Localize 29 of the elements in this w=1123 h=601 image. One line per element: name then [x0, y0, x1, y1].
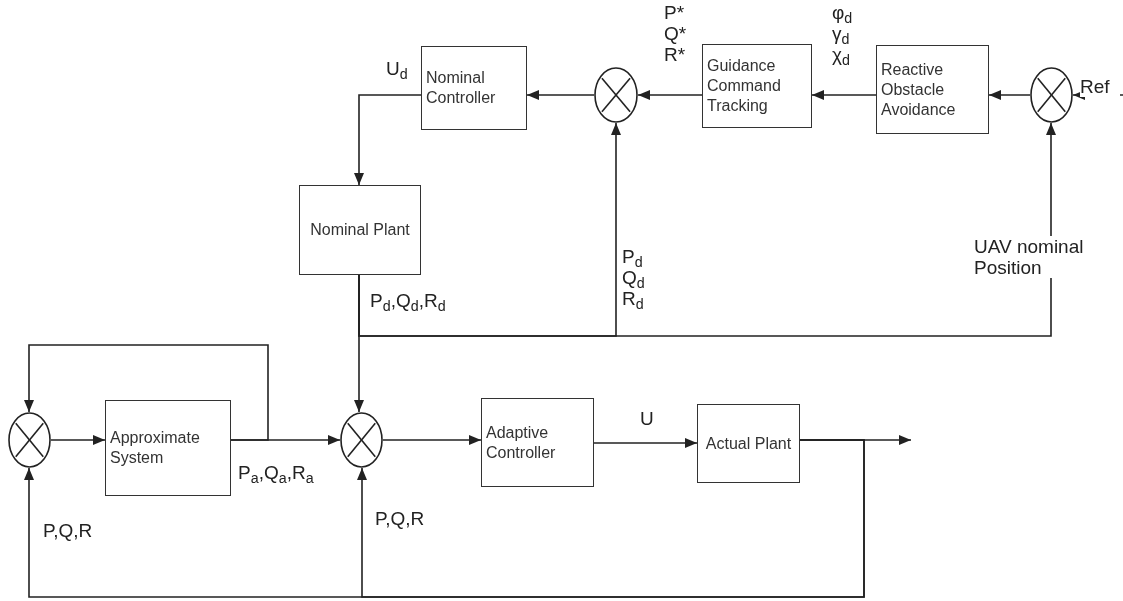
process-box [105, 400, 231, 496]
arrow [637, 90, 703, 100]
summing-junction [340, 412, 383, 468]
box-label: Approximate System [110, 428, 201, 468]
process-box [299, 185, 421, 275]
arrow [988, 90, 1031, 100]
box-label: Nominal Plant [310, 220, 410, 240]
process-box [421, 46, 527, 130]
arrow [526, 90, 595, 100]
summing-junction [1030, 67, 1073, 123]
box-label: Reactive Obstacle Avoidance [881, 59, 957, 120]
arrow [593, 438, 698, 448]
summing-junction [594, 67, 638, 123]
summing-junction [8, 412, 51, 468]
arrow [50, 435, 106, 445]
process-box [876, 45, 989, 134]
box-label: Guidance Command Tracking [707, 56, 782, 116]
box-label: Nominal Controller [426, 68, 497, 108]
arrow [382, 435, 482, 445]
arrow [357, 439, 865, 598]
arrow [811, 90, 877, 100]
box-label: Adaptive Controller [486, 422, 557, 463]
arrow [354, 94, 422, 186]
process-box [481, 398, 594, 487]
process-box [702, 44, 812, 128]
box-label: Actual Plant [705, 433, 792, 454]
arrow [24, 344, 269, 441]
process-box [697, 404, 800, 483]
arrow [358, 122, 1056, 337]
